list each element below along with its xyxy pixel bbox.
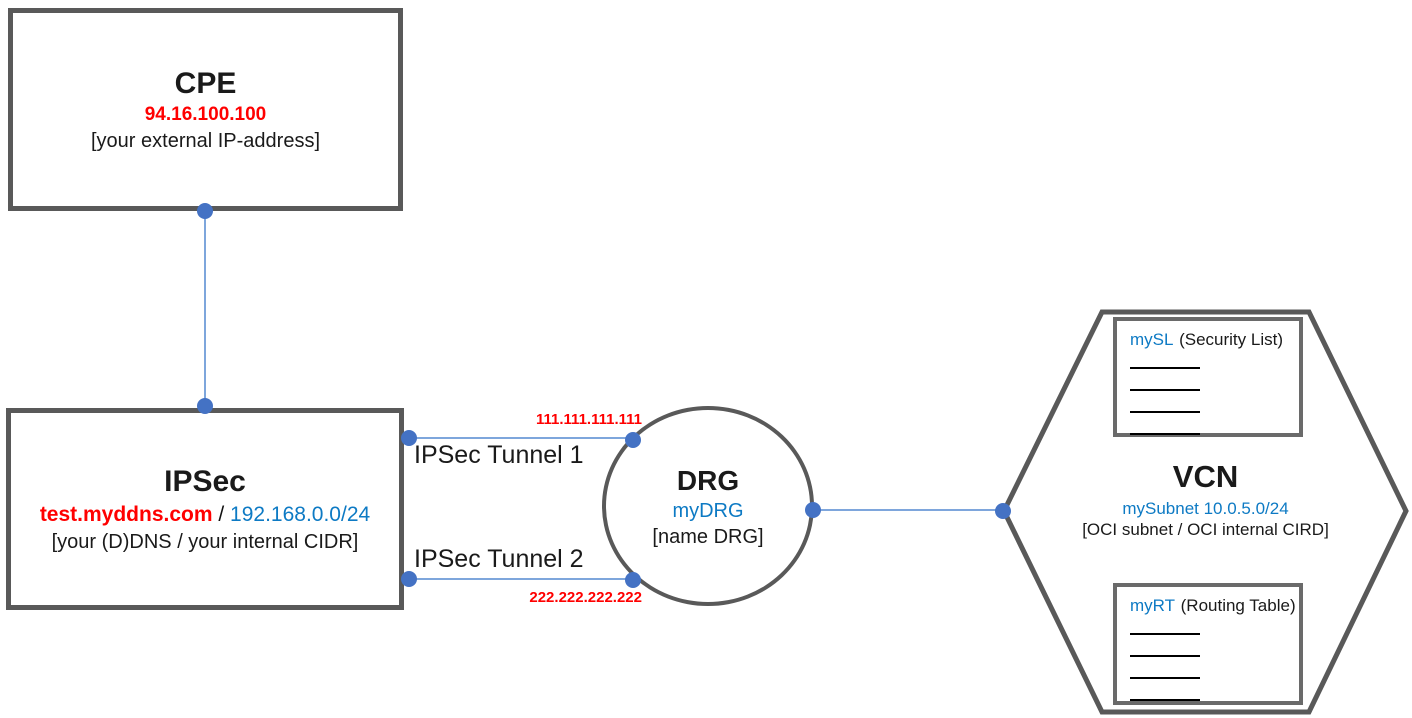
ipsec-box: IPSec test.myddns.com / 192.168.0.0/24 [… (6, 408, 404, 610)
cpe-bottom-dot (197, 203, 213, 219)
vcn-note: [OCI subnet / OCI internal CIRD] (1082, 520, 1329, 540)
ipsec-tunnel1-dot (401, 430, 417, 446)
routing-table-box: myRT(Routing Table) (1113, 583, 1303, 705)
tunnel2-label: IPSec Tunnel 2 (414, 545, 584, 573)
cpe-ipsec-connector-line (204, 211, 206, 407)
placeholder-line (1130, 411, 1200, 413)
drg-title: DRG (676, 464, 740, 496)
security-list-name: mySL (1130, 330, 1174, 349)
security-list-box: mySL (Security List) (1113, 317, 1303, 437)
drg-tunnel1-dot (625, 432, 641, 448)
ipsec-separator: / (212, 502, 231, 526)
security-list-suffix: (Security List) (1179, 330, 1283, 349)
cpe-box: CPE 94.16.100.100 [your external IP-addr… (8, 8, 403, 211)
ipsec-tunnel2-dot (401, 571, 417, 587)
tunnel2-line (409, 578, 635, 580)
tunnel2-ip: 222.222.222.222 (529, 589, 642, 606)
vcn-title: VCN (1172, 459, 1239, 494)
ipsec-note: [your (D)DNS / your internal CIDR] (51, 530, 359, 553)
tunnel1-line (409, 437, 635, 439)
vcn-text-block: VCN mySubnet 10.0.5.0/24 [OCI subnet / O… (1048, 458, 1363, 541)
placeholder-line (1130, 699, 1200, 701)
placeholder-line (1130, 633, 1200, 635)
drg-name: myDRG (672, 499, 744, 522)
security-list-title: mySL (Security List) (1130, 330, 1293, 350)
cpe-note: [your external IP-address] (91, 130, 320, 153)
ipsec-address-line: test.myddns.com / 192.168.0.0/24 (40, 501, 370, 529)
ipsec-dns: test.myddns.com (39, 502, 213, 526)
cpe-ip: 94.16.100.100 (144, 104, 267, 126)
vcn-left-dot (995, 503, 1011, 519)
ipsec-top-dot (197, 398, 213, 414)
routing-table-name: myRT (1130, 596, 1176, 615)
placeholder-line (1130, 433, 1200, 435)
vcn-subnet: mySubnet 10.0.5.0/24 (1122, 499, 1289, 519)
placeholder-line (1130, 677, 1200, 679)
placeholder-line (1130, 655, 1200, 657)
placeholder-line (1130, 389, 1200, 391)
ipsec-title: IPSec (164, 465, 246, 499)
tunnel1-label: IPSec Tunnel 1 (414, 441, 584, 469)
placeholder-line (1130, 367, 1200, 369)
drg-right-dot (805, 502, 821, 518)
ipsec-cidr: 192.168.0.0/24 (230, 502, 371, 526)
tunnel1-ip: 111.111.111.111 (536, 411, 642, 428)
routing-table-suffix: (Routing Table) (1180, 596, 1296, 615)
drg-vcn-connector-line (813, 509, 1005, 511)
routing-table-title: myRT(Routing Table) (1130, 596, 1296, 616)
drg-tunnel2-dot (625, 572, 641, 588)
cpe-title: CPE (174, 66, 237, 100)
drg-note: [name DRG] (652, 525, 764, 548)
